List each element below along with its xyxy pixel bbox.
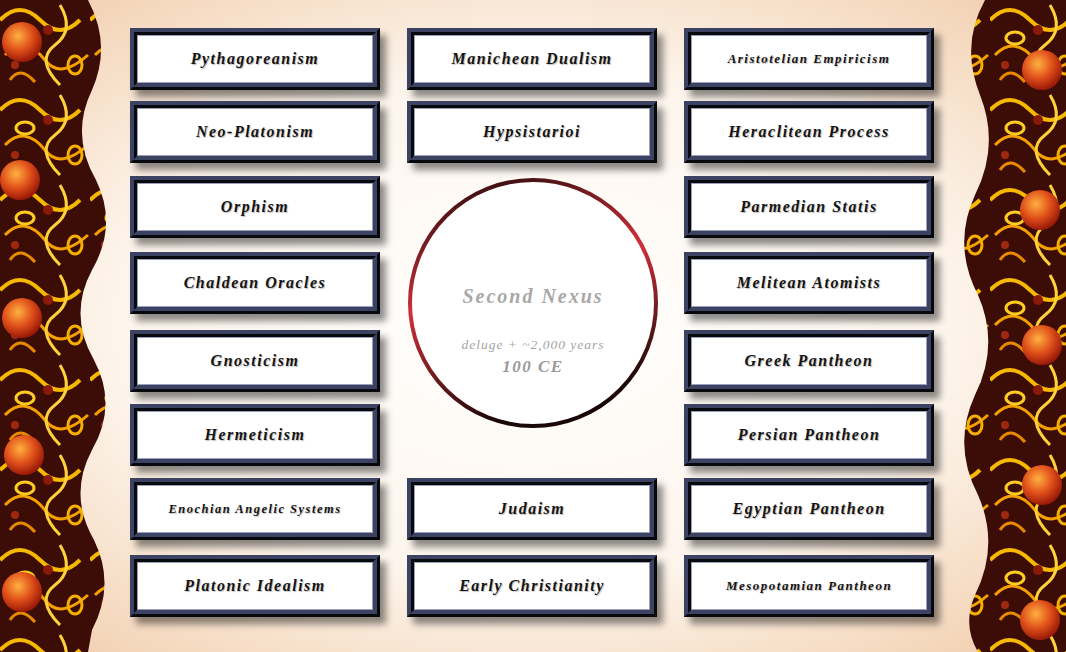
concept-box: Pythagoreanism [130, 28, 380, 90]
concept-box: Melitean Atomists [684, 252, 934, 314]
concept-box: Aristotelian Empiricism [684, 28, 934, 90]
concept-label: Orphism [221, 198, 289, 216]
concept-box: Early Christianity [407, 555, 657, 617]
concept-box: Neo-Platonism [130, 101, 380, 163]
concept-label: Neo-Platonism [196, 123, 314, 141]
concept-label: Hypsistarioi [483, 123, 581, 141]
concept-box: Manichean Dualism [407, 28, 657, 90]
concept-label: Pythagoreanism [191, 50, 320, 68]
concept-box: Orphism [130, 176, 380, 238]
concept-label: Greek Pantheon [745, 352, 874, 370]
concept-label: Platonic Idealism [184, 577, 326, 595]
concept-box: Parmedian Statis [684, 176, 934, 238]
concept-label: Chaldean Oracles [184, 274, 327, 292]
concept-box: Heraclitean Process [684, 101, 934, 163]
concept-label: Early Christianity [459, 577, 605, 595]
concept-label: Mesopotamian Pantheon [726, 578, 892, 594]
concept-label: Manichean Dualism [451, 50, 612, 68]
nexus-circle: Second Nexus deluge + ~2,000 years 100 CE [407, 177, 659, 429]
concept-box: Gnosticism [130, 330, 380, 392]
concept-label: Parmedian Statis [740, 198, 877, 216]
concept-box: Judaism [407, 478, 657, 540]
concept-box: Mesopotamian Pantheon [684, 555, 934, 617]
concept-label: Hermeticism [205, 426, 306, 444]
nexus-note: deluge + ~2,000 years [407, 337, 659, 353]
concept-box: Hypsistarioi [407, 101, 657, 163]
concept-box: Hermeticism [130, 404, 380, 466]
concept-label: Melitean Atomists [737, 274, 881, 292]
concept-box: Persian Pantheon [684, 404, 934, 466]
concept-label: Heraclitean Process [728, 123, 889, 141]
nexus-title: Second Nexus [407, 285, 659, 308]
concept-label: Aristotelian Empiricism [728, 51, 891, 67]
concept-box: Platonic Idealism [130, 555, 380, 617]
concept-box: Enochian Angelic Systems [130, 478, 380, 540]
concept-label: Judaism [499, 500, 566, 518]
concept-label: Egyptian Pantheon [732, 500, 885, 518]
concept-box: Egyptian Pantheon [684, 478, 934, 540]
concept-box: Chaldean Oracles [130, 252, 380, 314]
concept-label: Persian Pantheon [738, 426, 881, 444]
concept-label: Gnosticism [211, 352, 300, 370]
concept-box: Greek Pantheon [684, 330, 934, 392]
nexus-date: 100 CE [407, 357, 659, 377]
concept-label: Enochian Angelic Systems [168, 502, 341, 517]
